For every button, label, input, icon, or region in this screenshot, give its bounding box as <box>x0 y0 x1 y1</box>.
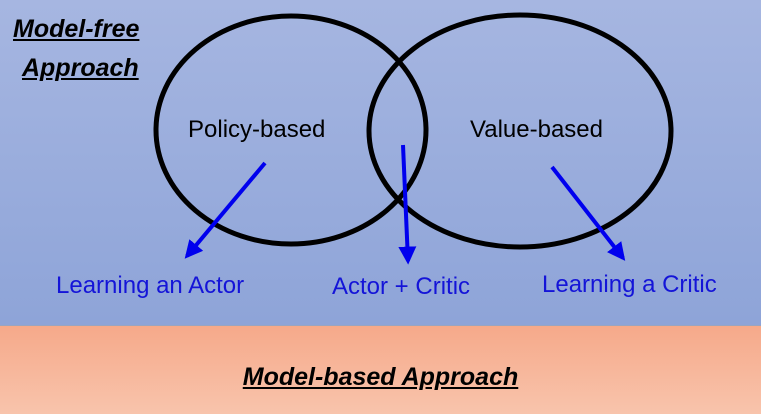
model-free-panel: Model-free Approach Policy-based Value-b… <box>0 0 761 326</box>
arrow-to-actor-critic <box>398 144 417 265</box>
learning-critic-label: Learning a Critic <box>542 271 717 298</box>
policy-based-circle <box>153 13 429 247</box>
actor-critic-label: Actor + Critic <box>332 273 471 300</box>
arrow-to-critic <box>550 165 626 261</box>
model-based-panel: Model-based Approach <box>0 326 761 414</box>
model-based-heading: Model-based Approach <box>242 363 519 391</box>
venn-diagram <box>153 12 674 265</box>
value-based-label: Value-based <box>470 116 603 143</box>
learning-actor-label: Learning an Actor <box>56 272 245 299</box>
model-free-heading-line2: Approach <box>22 54 139 82</box>
arrow-to-actor <box>184 161 267 259</box>
value-based-circle <box>366 12 674 250</box>
model-free-heading-line1: Model-free <box>13 15 140 43</box>
policy-based-label: Policy-based <box>188 116 326 143</box>
